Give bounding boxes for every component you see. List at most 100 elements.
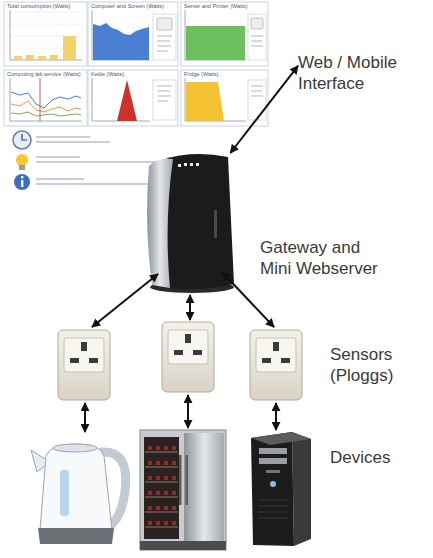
chart-axes (92, 10, 150, 60)
tier-label: Sensors (Ploggs) (330, 344, 422, 386)
gateway-front (147, 159, 173, 288)
chart-bar (26, 55, 34, 60)
side-panel (153, 80, 176, 120)
panel-text-lines (251, 86, 263, 96)
socket-slot (70, 358, 79, 363)
chart-title: Computer and Screen (Watts) (91, 3, 164, 10)
info-glyph (21, 176, 23, 178)
chart-title: Total consumption (Watts) (7, 3, 70, 10)
fridge-handle (186, 455, 189, 505)
chart-frame (4, 70, 87, 126)
chart-axes (92, 78, 150, 121)
gateway-led (178, 164, 181, 167)
info-icon (14, 174, 30, 190)
socket-face (256, 338, 296, 372)
spike-series (117, 80, 137, 121)
panel-text-lines (251, 36, 263, 46)
chart-axes (185, 78, 246, 121)
bidirectional-arrow (92, 274, 158, 327)
bidirectional-arrow (230, 66, 298, 153)
chart-bar (50, 55, 58, 60)
fridge-base (140, 541, 226, 550)
tier-label: Devices (330, 447, 422, 468)
line-series (11, 101, 81, 112)
plug-body (250, 330, 302, 400)
chart-bar (63, 36, 76, 60)
chart-frame (181, 70, 268, 126)
interface-label-node: Web / Mobile Interface (298, 52, 430, 98)
socket-icon (157, 18, 172, 30)
info-glyph (21, 180, 23, 187)
kettle-body (40, 444, 112, 534)
wine-bottles (148, 448, 176, 523)
bidirectional-arrow (189, 295, 191, 320)
fridge (140, 430, 226, 550)
chart-frame (4, 2, 87, 66)
plug-body (162, 322, 214, 392)
kettle (31, 444, 126, 544)
socket-face (168, 330, 208, 364)
chart-title: Server and Printer (Watts) (184, 3, 248, 10)
chart-bar (14, 56, 22, 60)
clock-hands (22, 134, 27, 140)
chart-axes (10, 78, 82, 121)
tower-top (251, 432, 311, 445)
panel-text-lines (157, 86, 172, 101)
bidirectional-arrow (84, 403, 86, 432)
socket-slot (281, 358, 290, 363)
side-panel (248, 14, 266, 60)
side-panel (248, 80, 266, 120)
tower-front (251, 432, 294, 546)
chart-frame (88, 2, 178, 66)
panel-text-lines (157, 36, 172, 51)
chart-axes (10, 10, 82, 60)
chart-axes (185, 10, 246, 60)
vent-lines (258, 500, 288, 518)
area-series (93, 23, 149, 60)
chart-frame (88, 70, 178, 126)
gateway-node: Gateway and Mini Webserver (143, 153, 235, 290)
area-series (186, 82, 224, 121)
chart-frame (181, 2, 268, 66)
marker-line (40, 78, 41, 121)
socket-icon (251, 18, 263, 29)
drive-bay (259, 458, 287, 464)
sensor-plugs (58, 322, 302, 400)
socket-face (64, 338, 104, 372)
socket-slot (262, 358, 271, 363)
kettle-base (38, 528, 114, 544)
chart-title: Fridge (Watts) (184, 71, 219, 78)
gateway-device (147, 154, 234, 293)
node-label: Gateway and Mini Webserver (260, 237, 394, 279)
bulb-base (19, 165, 25, 170)
socket-slot (81, 342, 87, 351)
socket-slot (185, 334, 191, 343)
gateway-led (184, 163, 187, 166)
bidirectional-arrow (187, 395, 189, 428)
dashboard-screenshot (2, 0, 270, 192)
drive-bay (266, 470, 280, 473)
power-button (270, 481, 276, 487)
device-arrows (85, 272, 276, 432)
chart-title: Kettle (Watts) (91, 71, 124, 78)
clock-icon (13, 131, 31, 149)
kettle-lid (53, 444, 97, 452)
wine-window (144, 437, 179, 539)
chart-title: Computing lab service (Watts) (7, 71, 80, 78)
fridge-door (184, 433, 224, 541)
socket-slot (273, 342, 279, 351)
kettle-window (60, 470, 69, 516)
tower-side (292, 432, 311, 546)
gateway-led (196, 163, 199, 166)
gateway-led (190, 163, 193, 166)
gateway-logo (214, 210, 217, 238)
bulb-icon (16, 154, 28, 166)
gateway-body (162, 154, 234, 289)
socket-slot (193, 350, 202, 355)
drive-bay (259, 448, 287, 454)
node-label: Web / Mobile Interface (298, 52, 430, 94)
fridge-body (140, 430, 226, 550)
